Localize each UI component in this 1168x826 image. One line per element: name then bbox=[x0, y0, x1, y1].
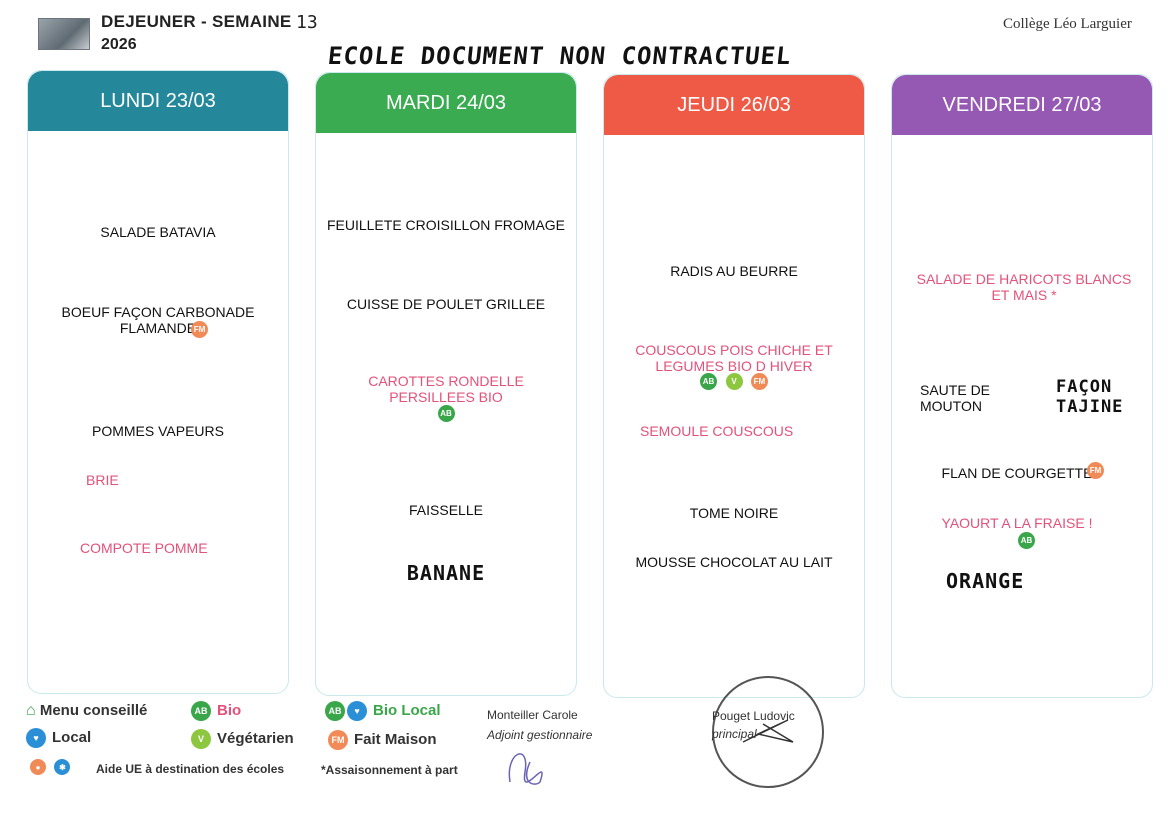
day-card-mardi: MARDI 24/03 FEUILLETE CROISILLON FROMAGE… bbox=[315, 72, 577, 696]
menu-item: RADIS AU BEURRE bbox=[670, 263, 798, 279]
menu-title: DEJEUNER - SEMAINE bbox=[101, 12, 292, 31]
menu-item: BRIE bbox=[86, 472, 119, 488]
legend-label: Menu conseillé bbox=[39, 702, 148, 719]
menu-year: 2026 bbox=[101, 36, 137, 53]
principal-name: Pouget Ludovic bbox=[712, 709, 795, 723]
day-header: MARDI 24/03 bbox=[316, 73, 576, 133]
legend-label: Bio Local bbox=[373, 701, 441, 719]
bio-icon: AB bbox=[700, 373, 718, 391]
menu-item: FEUILLETE CROISILLON FROMAGE bbox=[326, 217, 566, 233]
gestionnaire-name: Monteiller Carole bbox=[487, 708, 578, 722]
menu-item: MOUSSE CHOCOLAT AU LAIT bbox=[635, 554, 833, 570]
aide-ue-icons: ● ✱ bbox=[28, 758, 72, 776]
menu-item: YAOURT A LA FRAISE ! bbox=[941, 515, 1093, 531]
menu-item: COUSCOUS POIS CHICHE ET LEGUMES BIO D HI… bbox=[635, 342, 833, 374]
principal-role: principal bbox=[712, 727, 757, 741]
menu-item: SALADE DE HARICOTS BLANCS ET MAIS * bbox=[916, 271, 1132, 303]
menu-item: TOME NOIRE bbox=[689, 505, 779, 521]
legend-vegetarien: V Végétarien bbox=[191, 729, 294, 749]
week-number: 13 bbox=[296, 12, 318, 33]
menu-item: SEMOULE COUSCOUS bbox=[640, 423, 794, 439]
bio-icon: AB bbox=[437, 405, 455, 423]
principal-signature bbox=[742, 719, 794, 743]
item-icons: AB V FM bbox=[604, 373, 864, 391]
legend-label: Végétarien bbox=[217, 729, 294, 747]
menu-item: FLAN DE COURGETTE bbox=[941, 465, 1093, 481]
day-header: LUNDI 23/03 bbox=[28, 71, 288, 131]
item-icons: AB bbox=[316, 405, 576, 423]
fruit-icon: ● bbox=[30, 758, 46, 775]
vegetarian-icon: V bbox=[191, 729, 211, 749]
menu-item: SALADE BATAVIA bbox=[100, 224, 216, 240]
local-icon: ♥ bbox=[347, 701, 367, 721]
menu-item: COMPOTE POMME bbox=[80, 540, 208, 556]
vegetarian-icon: V bbox=[725, 373, 743, 391]
day-card-vendredi: VENDREDI 27/03 SALADE DE HARICOTS BLANCS… bbox=[891, 74, 1153, 698]
day-header: VENDREDI 27/03 bbox=[892, 75, 1152, 135]
handwritten-addition: FAÇON TAJINE bbox=[1056, 377, 1124, 417]
menu-item: POMMES VAPEURS bbox=[92, 423, 224, 439]
legend-fait-maison: FM Fait Maison bbox=[328, 730, 437, 750]
homemade-icon: FM bbox=[750, 373, 768, 391]
handwritten-note: ECOLE DOCUMENT NON CONTRACTUEL bbox=[326, 42, 793, 70]
legend-label: Fait Maison bbox=[354, 730, 437, 748]
menu-item: SAUTE DE MOUTON bbox=[920, 382, 991, 414]
milk-icon: ✱ bbox=[54, 758, 71, 775]
day-header: JEUDI 26/03 bbox=[604, 75, 864, 135]
day-card-jeudi: JEUDI 26/03 RADIS AU BEURRE COUSCOUS POI… bbox=[603, 74, 865, 698]
homemade-icon: FM bbox=[191, 321, 208, 338]
menu-conseille-icon: ⌂ bbox=[26, 702, 36, 719]
homemade-icon: FM bbox=[1087, 462, 1104, 479]
school-photo bbox=[38, 18, 90, 50]
menu-item: CUISSE DE POULET GRILLEE bbox=[346, 296, 546, 312]
legend-bio-local: AB♥ Bio Local bbox=[325, 701, 441, 721]
legend-menu-conseille: ⌂ Menu conseillé bbox=[26, 702, 147, 720]
local-icon: ♥ bbox=[26, 728, 46, 748]
menu-item: CAROTTES RONDELLE PERSILLEES BIO bbox=[368, 373, 524, 405]
menu-item: BOEUF FAÇON CARBONADE FLAMANDE bbox=[61, 304, 255, 336]
legend-label: Bio bbox=[217, 701, 242, 719]
gestionnaire-role: Adjoint gestionnaire bbox=[487, 728, 593, 742]
day-card-lundi: LUNDI 23/03 SALADE BATAVIA BOEUF FAÇON C… bbox=[27, 70, 289, 694]
assaisonnement-note: *Assaisonnement à part bbox=[321, 763, 458, 777]
aide-ue-label: Aide UE à destination des écoles bbox=[96, 762, 285, 776]
menu-item-handwritten: ORANGE bbox=[946, 569, 1025, 593]
official-stamp bbox=[712, 676, 824, 788]
bio-icon: AB bbox=[325, 701, 345, 721]
homemade-icon: FM bbox=[328, 730, 348, 750]
signature-scribble bbox=[508, 753, 543, 785]
legend-local: ♥ Local bbox=[26, 728, 91, 748]
legend-bio: AB Bio bbox=[191, 701, 241, 721]
bio-icon: AB bbox=[1018, 532, 1035, 549]
legend-label: Local bbox=[52, 728, 92, 746]
bio-icon: AB bbox=[191, 701, 211, 721]
school-name: Collège Léo Larguier bbox=[1003, 16, 1132, 32]
menu-item: FAISSELLE bbox=[409, 502, 483, 518]
menu-item-handwritten: BANANE bbox=[406, 561, 486, 585]
